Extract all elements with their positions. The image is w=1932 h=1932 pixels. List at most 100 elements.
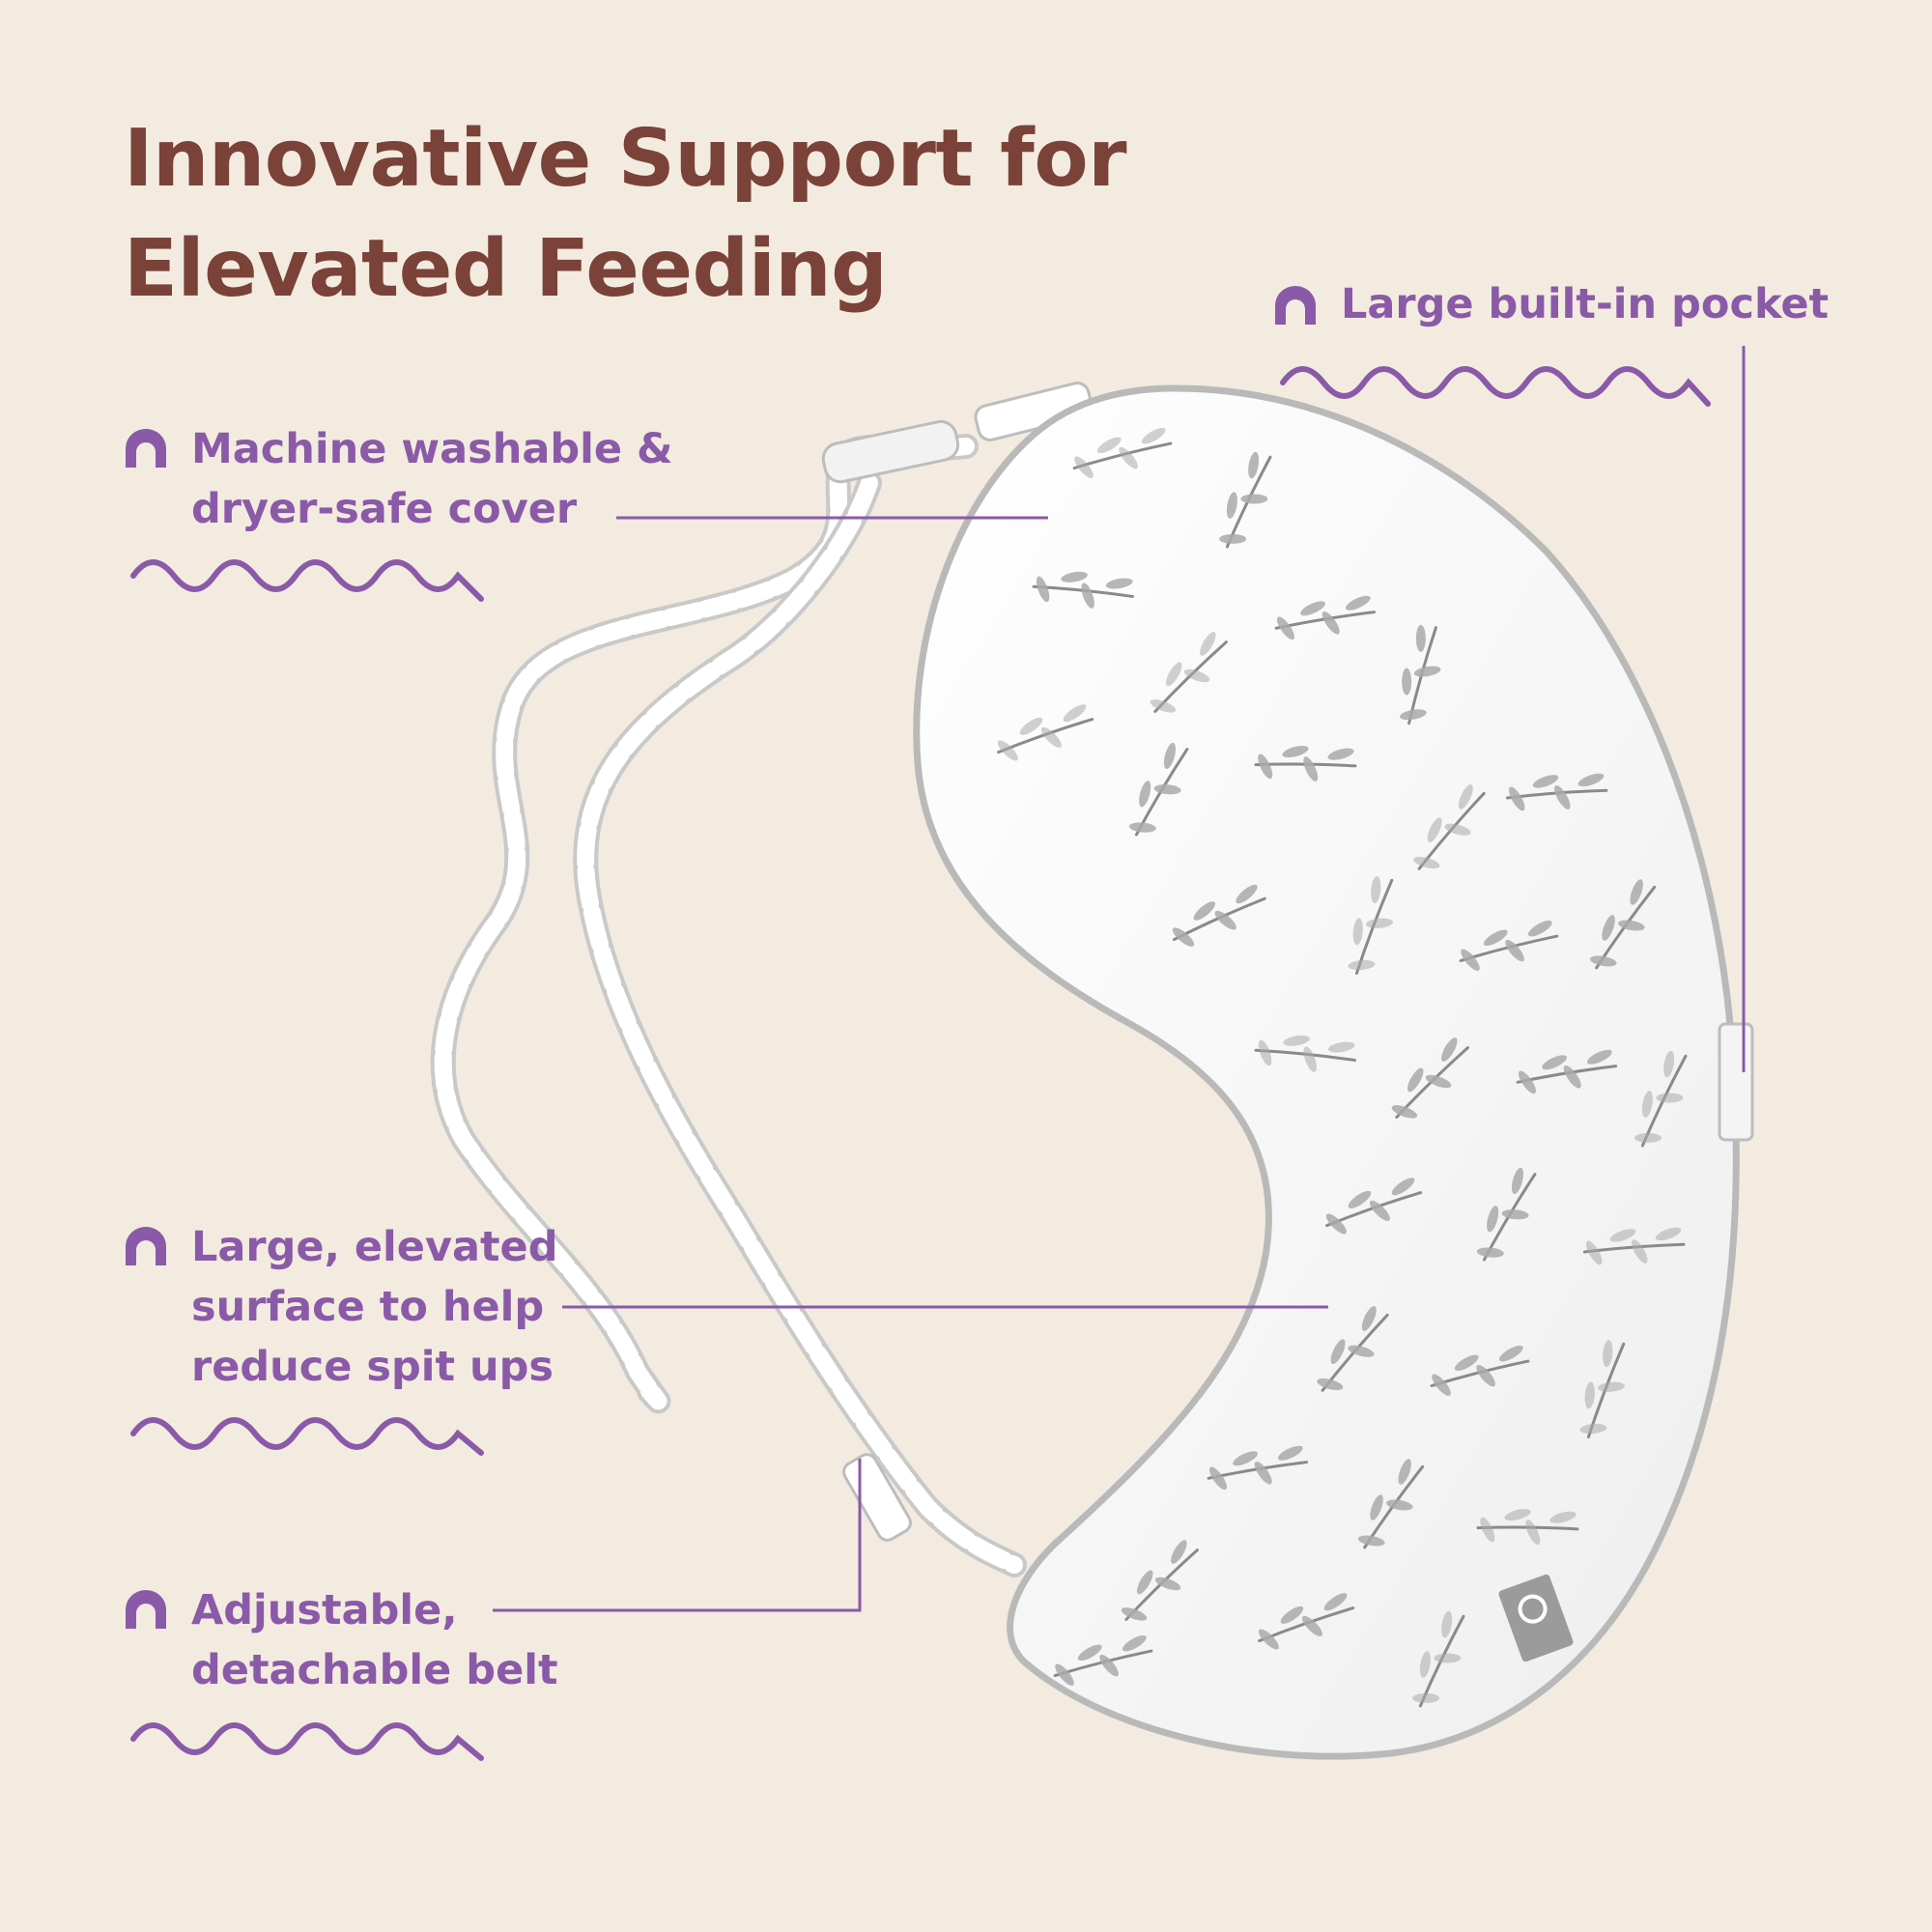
leaf — [1300, 601, 1325, 616]
leaf — [1258, 753, 1273, 780]
feature-line: Machine washable & — [191, 425, 673, 473]
leaf — [1400, 709, 1427, 721]
leaf — [1508, 786, 1525, 811]
leaf — [1585, 1240, 1603, 1265]
leaf-pattern — [997, 427, 1688, 1708]
leaf-sprig — [1258, 1593, 1355, 1650]
leaf — [1441, 1610, 1453, 1638]
leaf-sprig — [1516, 1049, 1618, 1094]
leaf — [1501, 1209, 1529, 1220]
leaf — [1412, 1692, 1440, 1703]
leaf — [1366, 918, 1393, 928]
leaf-sprig — [1172, 884, 1266, 947]
leaf — [1419, 1651, 1431, 1678]
leaf — [1096, 437, 1122, 454]
arch-bullet-icon — [126, 1227, 166, 1265]
leaf-sprig — [1032, 571, 1134, 609]
leaf — [1498, 1345, 1523, 1362]
leaf-sprig — [1219, 451, 1272, 549]
leaf-sprig — [1072, 427, 1173, 478]
leaf — [1348, 959, 1376, 971]
pocket-tab — [1718, 1022, 1754, 1142]
leaf — [1183, 668, 1210, 683]
leaf-sprig — [1476, 1509, 1579, 1545]
arch-bullet-icon — [126, 429, 166, 468]
leaf — [1563, 1065, 1581, 1089]
leaf — [1454, 1354, 1479, 1372]
leaf — [1476, 1364, 1495, 1387]
leaf-sprig — [1274, 595, 1377, 640]
feature-line: Large built-in pocket — [1341, 280, 1830, 328]
leaf — [1128, 822, 1156, 833]
leaf — [1153, 784, 1181, 795]
feature-line: Adjustable, — [191, 1586, 458, 1634]
leaf — [1055, 1663, 1074, 1686]
leaf — [1283, 1035, 1310, 1046]
leaf-sprig — [1254, 746, 1357, 781]
leaf-sprig — [1476, 1167, 1537, 1262]
leaf — [1063, 704, 1087, 723]
leaf-sprig — [1121, 1540, 1199, 1621]
leaf — [1303, 756, 1319, 781]
feature-line: surface to help — [191, 1283, 545, 1331]
leaf — [1303, 1046, 1317, 1072]
leaf — [1504, 1509, 1531, 1521]
feature-line: dryer-safe cover — [191, 485, 578, 533]
leaf — [1432, 1374, 1451, 1396]
leaf — [1119, 446, 1138, 469]
feature-washable-cover: Machine washable & dryer-safe cover — [126, 419, 673, 539]
leaf — [1248, 451, 1260, 479]
leaf — [1480, 1517, 1495, 1543]
feature-line: detachable belt — [191, 1646, 558, 1694]
leaf-sprig — [1430, 1345, 1530, 1396]
leaf — [1345, 595, 1371, 611]
leaf — [1200, 632, 1216, 656]
leaf — [1172, 927, 1195, 947]
leaf — [1634, 1132, 1662, 1143]
leaf — [1609, 1229, 1636, 1242]
leaf — [1254, 1461, 1272, 1485]
leaf — [1122, 1634, 1147, 1652]
leaf — [1487, 1206, 1499, 1233]
leaf — [1236, 884, 1258, 904]
leaf-sprig — [997, 704, 1094, 761]
feature-adjustable-belt: Adjustable, detachable belt — [126, 1580, 558, 1700]
leaf — [1603, 1340, 1613, 1368]
leaf-sprig — [1348, 876, 1394, 976]
arch-bullet-icon — [1275, 286, 1316, 325]
leaf — [1163, 742, 1176, 770]
leaf — [1036, 576, 1050, 603]
wave-decorations — [130, 366, 1711, 1761]
leaf — [1277, 1445, 1303, 1461]
leaf — [1280, 1605, 1304, 1624]
feature-elevated-surface: Large, elevated surface to help reduce s… — [126, 1217, 557, 1397]
leaf — [1370, 1494, 1383, 1520]
leaf — [1348, 1190, 1372, 1208]
leaf — [1371, 876, 1381, 904]
leaf — [1136, 1570, 1153, 1595]
leaf — [1554, 785, 1571, 810]
brand-tag — [1498, 1574, 1574, 1662]
leaf-sprig — [1459, 920, 1559, 971]
leaf-sprig — [1128, 742, 1189, 837]
page-title: Innovative Support for Elevated Feeding — [124, 104, 1127, 325]
leaf-sprig — [1391, 1037, 1469, 1119]
leaf — [1323, 1593, 1348, 1611]
title-line-1: Innovative Support for — [124, 113, 1127, 205]
leaf — [1154, 1577, 1181, 1591]
leaf — [1398, 1459, 1411, 1485]
leaf-sprig — [1053, 1634, 1153, 1686]
leaf — [1505, 939, 1524, 962]
leaf — [1019, 717, 1043, 735]
pillow — [913, 384, 1740, 1760]
wave-divider-1 — [130, 559, 484, 602]
leaf — [1579, 1423, 1607, 1435]
leaf — [1330, 1339, 1346, 1365]
feature-built-in-pocket: Large built-in pocket — [1275, 274, 1830, 334]
leaf — [1602, 915, 1615, 941]
leaf — [1233, 1451, 1258, 1466]
leaf — [1321, 611, 1340, 635]
leaf — [1584, 1381, 1595, 1409]
leaf — [1577, 773, 1605, 787]
